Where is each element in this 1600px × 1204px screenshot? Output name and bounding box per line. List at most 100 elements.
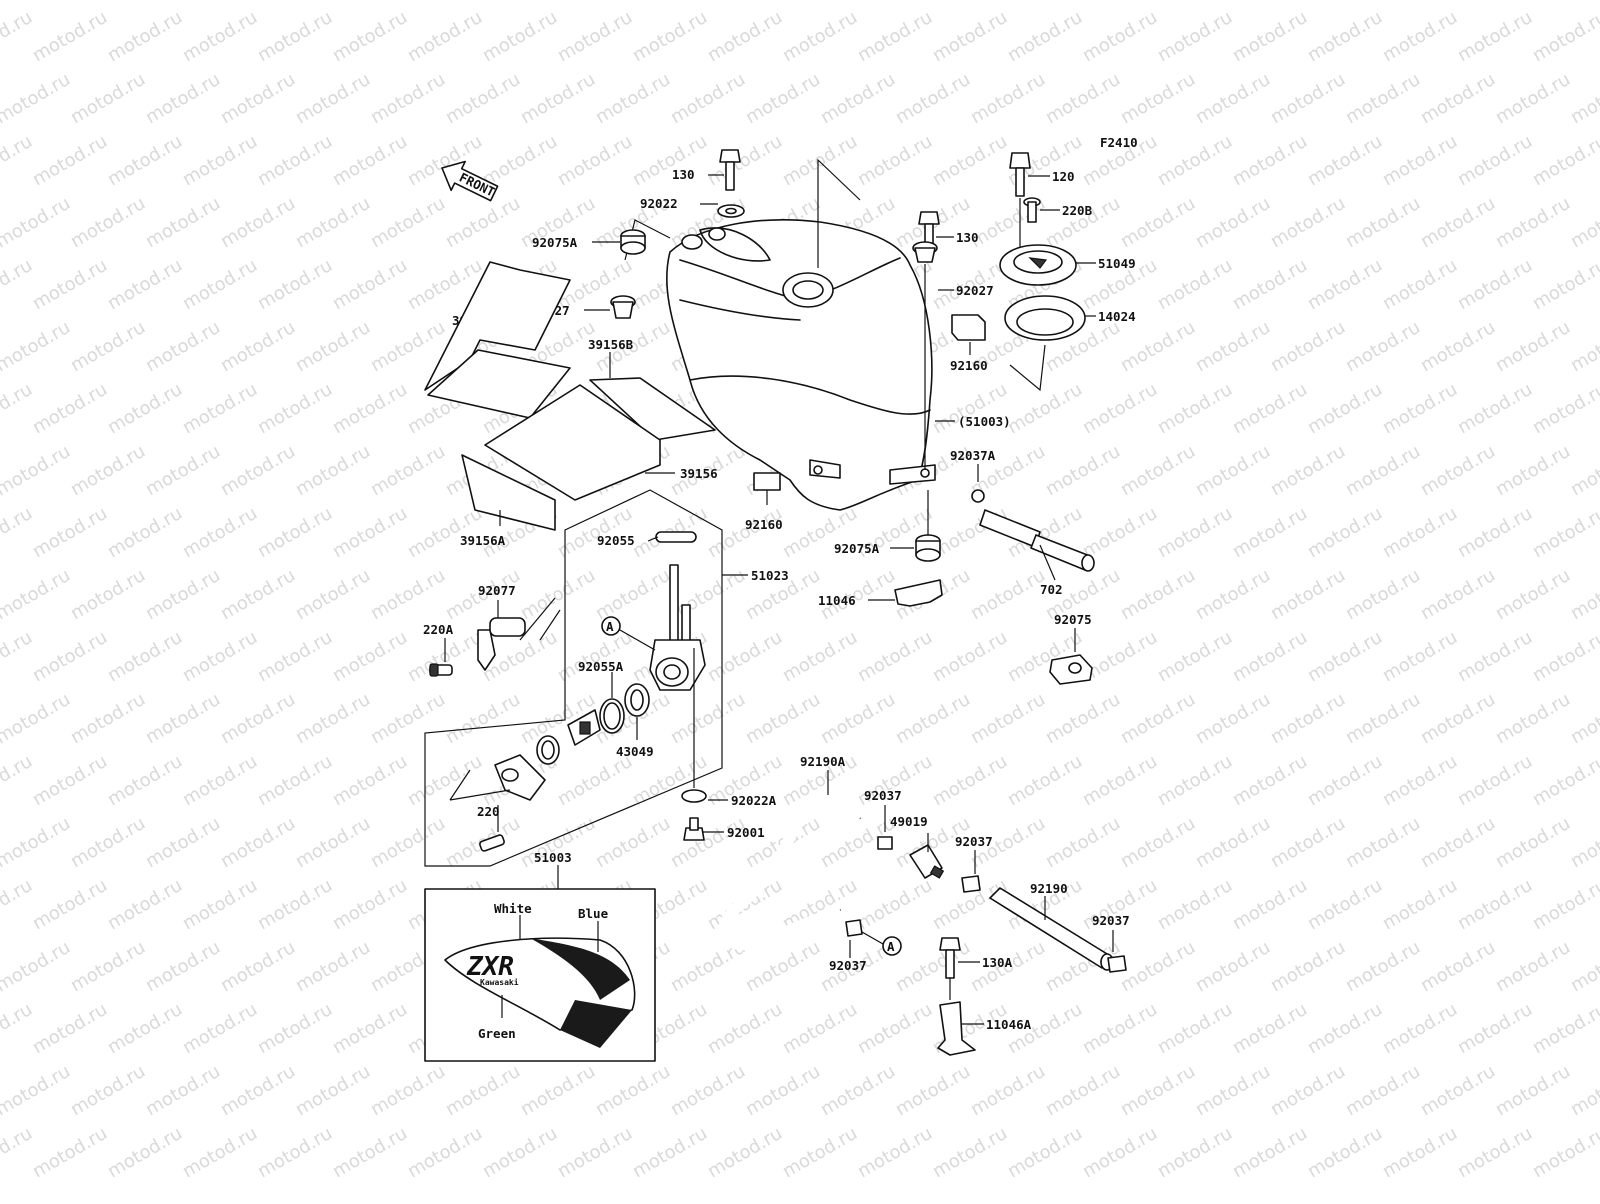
watermark-text: motod.ru: [1454, 627, 1536, 686]
bracket-11046: [894, 579, 943, 607]
watermark-text: motod.ru: [1567, 937, 1600, 996]
watermark-text: motod.ru: [329, 875, 411, 934]
label-51003-paren: (51003): [958, 414, 1011, 429]
watermark-text: motod.ru: [142, 0, 224, 4]
watermark-text: motod.ru: [479, 1123, 561, 1182]
watermark-text: motod.ru: [1154, 503, 1236, 562]
label-49019: 49019: [890, 814, 928, 829]
grommet-92027-right: [912, 241, 938, 263]
watermark-text: motod.ru: [142, 317, 224, 376]
label-92022: 92022: [640, 196, 678, 211]
watermark-text: motod.ru: [967, 565, 1049, 624]
watermark-text: motod.ru: [254, 627, 336, 686]
watermark-text: motod.ru: [367, 689, 449, 748]
watermark-text: motod.ru: [104, 379, 186, 438]
watermark-text: motod.ru: [254, 751, 336, 810]
cap-51049: [999, 244, 1077, 286]
watermark-text: motod.ru: [1267, 0, 1349, 4]
watermark-text: motod.ru: [104, 875, 186, 934]
watermark-text: motod.ru: [1042, 1061, 1124, 1120]
clip-92037-b: [961, 875, 981, 893]
watermark-text: motod.ru: [854, 875, 936, 934]
watermark-text: motod.ru: [1267, 193, 1349, 252]
watermark-text: motod.ru: [1529, 131, 1600, 190]
watermark-text: motod.ru: [1417, 1061, 1499, 1120]
watermark-text: motod.ru: [29, 627, 111, 686]
watermark-text: motod.ru: [104, 1123, 186, 1182]
watermark-text: motod.ru: [104, 503, 186, 562]
watermark-text: motod.ru: [1004, 7, 1086, 66]
watermark-text: motod.ru: [1342, 317, 1424, 376]
watermark-text: motod.ru: [817, 69, 899, 128]
watermark-text: motod.ru: [1492, 0, 1574, 4]
diagram-code: F2410: [1100, 135, 1138, 150]
watermark-text: motod.ru: [142, 193, 224, 252]
screw-220B: [1023, 197, 1041, 223]
watermark-text: motod.ru: [629, 1123, 711, 1182]
watermark-text: motod.ru: [1192, 0, 1274, 4]
watermark-text: motod.ru: [217, 565, 299, 624]
ring-14024: [1004, 295, 1086, 341]
watermark-text: motod.ru: [254, 503, 336, 562]
watermark-text: motod.ru: [554, 131, 636, 190]
cock-core: [536, 709, 601, 765]
label-39156B: 39156B: [588, 337, 634, 352]
watermark-text: motod.ru: [742, 0, 824, 4]
watermark-text: motod.ru: [254, 255, 336, 314]
watermark-text: motod.ru: [179, 1123, 261, 1182]
watermark-text: motod.ru: [667, 69, 749, 128]
watermark-text: motod.ru: [292, 565, 374, 624]
watermark-text: motod.ru: [0, 627, 36, 686]
watermark-text: motod.ru: [554, 1123, 636, 1182]
watermark-text: motod.ru: [1304, 627, 1386, 686]
watermark-text: motod.ru: [1154, 875, 1236, 934]
watermark-text: motod.ru: [179, 999, 261, 1058]
watermark-text: motod.ru: [67, 937, 149, 996]
watermark-text: motod.ru: [1154, 1123, 1236, 1182]
watermark-text: motod.ru: [0, 317, 74, 376]
watermark-text: motod.ru: [1079, 751, 1161, 810]
watermark-text: motod.ru: [1417, 69, 1499, 128]
clip-92037-a: [877, 836, 893, 850]
watermark-text: motod.ru: [1229, 503, 1311, 562]
watermark-text: motod.ru: [592, 0, 674, 4]
watermark-text: motod.ru: [629, 131, 711, 190]
watermark-text: motod.ru: [329, 751, 411, 810]
label-92001: 92001: [727, 825, 765, 840]
watermark-text: motod.ru: [554, 751, 636, 810]
watermark-text: motod.ru: [704, 999, 786, 1058]
watermark-text: motod.ru: [892, 1061, 974, 1120]
watermark-text: motod.ru: [779, 7, 861, 66]
watermark-text: motod.ru: [1492, 937, 1574, 996]
watermark-text: motod.ru: [254, 999, 336, 1058]
watermark-text: motod.ru: [217, 813, 299, 872]
watermark-text: motod.ru: [1117, 441, 1199, 500]
watermark-text: motod.ru: [1379, 255, 1461, 314]
label-92037-b: 92037: [955, 834, 993, 849]
watermark-text: motod.ru: [1417, 689, 1499, 748]
watermark-text: motod.ru: [367, 813, 449, 872]
watermark-text: motod.ru: [292, 441, 374, 500]
label-92075A-right: 92075A: [834, 541, 880, 556]
watermark-text: motod.ru: [367, 193, 449, 252]
watermark-text: motod.ru: [1304, 751, 1386, 810]
watermark-text: motod.ru: [1529, 999, 1600, 1058]
watermark-text: motod.ru: [554, 7, 636, 66]
label-92077: 92077: [478, 583, 516, 598]
watermark-text: motod.ru: [1304, 875, 1386, 934]
watermark-text: motod.ru: [179, 255, 261, 314]
watermark-text: motod.ru: [892, 69, 974, 128]
watermark-text: motod.ru: [704, 7, 786, 66]
watermark-text: motod.ru: [329, 379, 411, 438]
label-92027-right: 92027: [956, 283, 994, 298]
watermark-text: motod.ru: [0, 1123, 36, 1182]
watermark-text: motod.ru: [1379, 1123, 1461, 1182]
watermark-text: motod.ru: [1267, 317, 1349, 376]
watermark-text: motod.ru: [1117, 69, 1199, 128]
watermark-text: motod.ru: [292, 317, 374, 376]
watermark-text: motod.ru: [1454, 875, 1536, 934]
watermark-text: motod.ru: [104, 627, 186, 686]
watermark-text: motod.ru: [1379, 379, 1461, 438]
label-130-mid: 130: [956, 230, 979, 245]
pad-39156C-shape: [427, 349, 571, 419]
